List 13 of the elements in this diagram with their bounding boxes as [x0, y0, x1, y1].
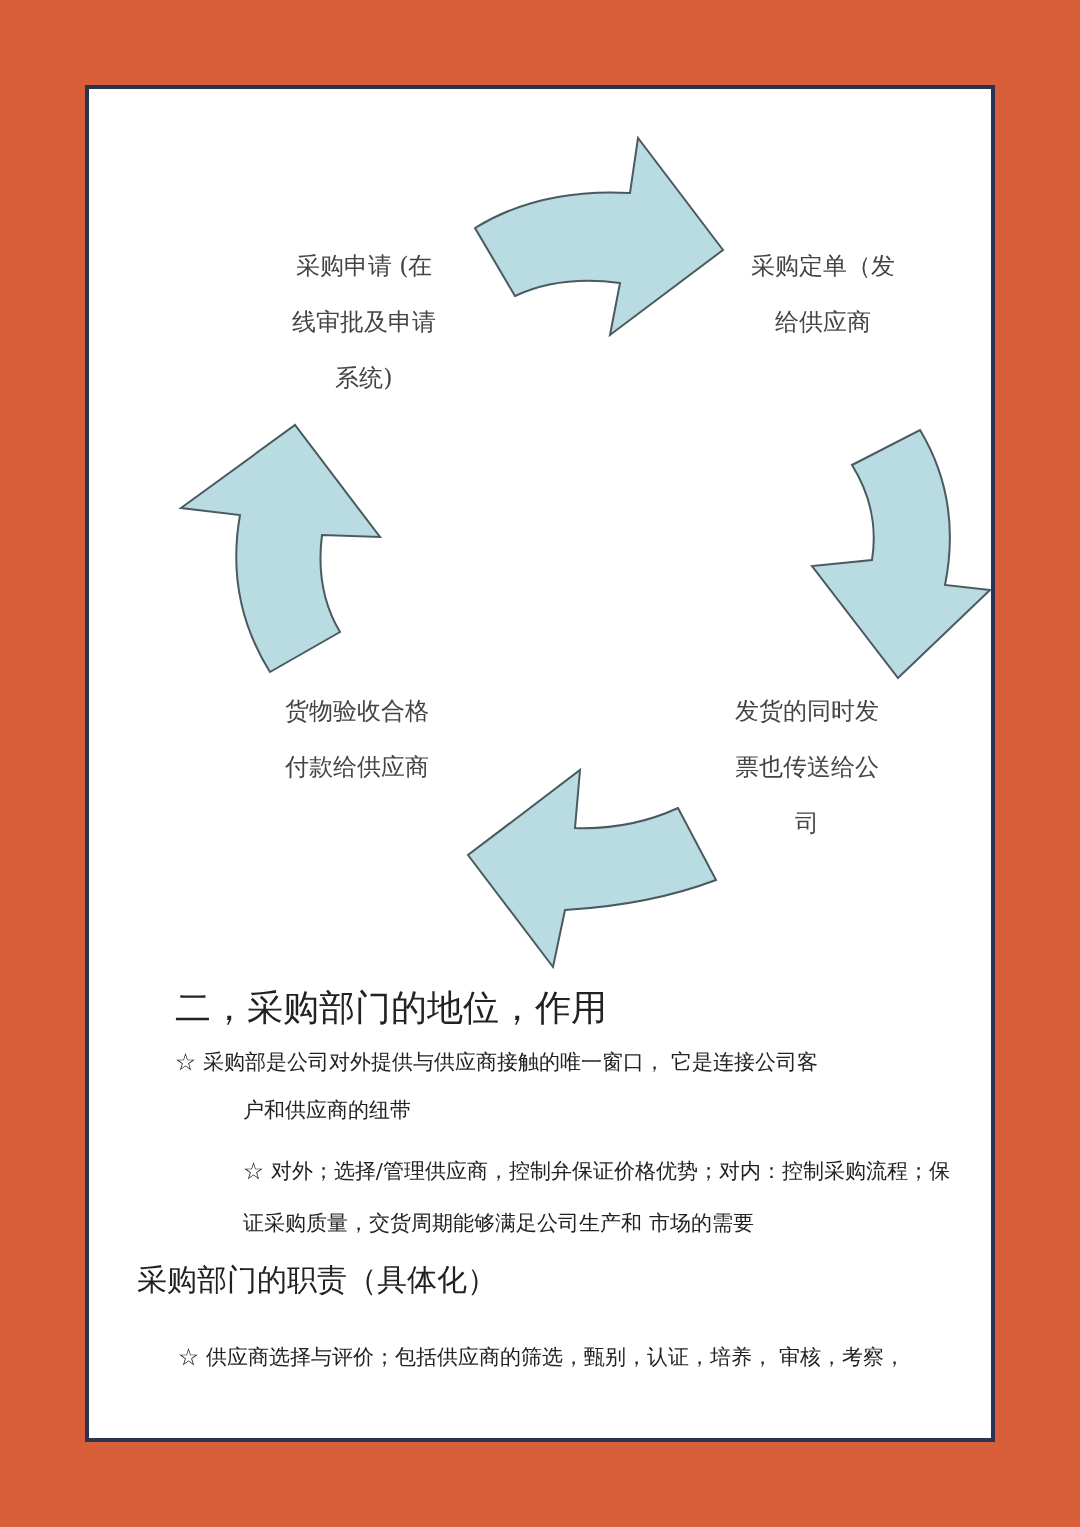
step-text: 采购申请 (在线审批及申请系统) — [285, 238, 443, 406]
curved-arrow — [180, 424, 381, 673]
paragraph: ☆ 对外；选择/管理供应商，控制弁保证价格优势；对内：控制采购流程；保证采购质量，交货周期能够满足公司生产和 市场的需要 — [243, 1158, 951, 1237]
curved-arrow — [811, 429, 991, 679]
section-heading: 二，采购部门的地位，作用 — [175, 986, 608, 1030]
step-text: 货物验收合格付款给供应商 — [285, 683, 435, 795]
paragraph: ☆ 供应商选择与评价；包括供应商的筛选，甄别，认证，培养， 审核，考察， — [178, 1344, 907, 1371]
step-text: 发货的同时发票也传送给公司 — [727, 683, 887, 851]
paragraph: ☆ 采购部是公司对外提供与供应商接触的唯一窗口， 它是连接公司客户和供应商的纽带 — [175, 1049, 820, 1124]
curved-arrow — [467, 769, 717, 968]
section-heading: 采购部门的职责（具体化） — [137, 1261, 498, 1299]
step-text: 采购定单（发给供应商 — [748, 238, 898, 350]
curved-arrow — [474, 137, 724, 336]
